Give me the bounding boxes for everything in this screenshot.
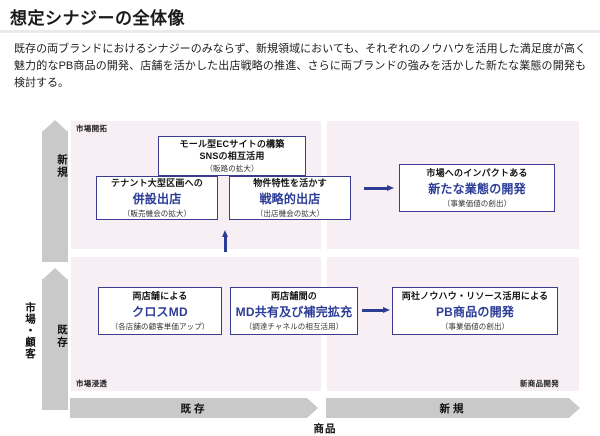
- arrow-right-icon: [307, 398, 318, 418]
- initiative-line1: 物件特性を活かす: [253, 178, 327, 189]
- initiative-box-md-sharing[interactable]: 両店舗間の MD共有及び補完拡充 （調達チャネルの相互活用）: [230, 287, 358, 335]
- connector-arrow-up-center: [222, 230, 229, 252]
- arrow-up-icon: [42, 120, 68, 132]
- initiative-line2: PB商品の開発: [435, 304, 515, 319]
- initiative-note: （事業価値の創出）: [442, 198, 512, 208]
- initiative-line1: テナント大型区画への: [110, 178, 203, 189]
- connector-arrow-right-bottom: [362, 307, 390, 314]
- vertical-axis-title: 市場・顧客: [24, 302, 36, 360]
- title-bar: 想定シナジーの全体像: [0, 0, 600, 33]
- corner-label-market-penetration: 市場浸透: [76, 379, 108, 388]
- summary-paragraph: 既存の両ブランドにおけるシナジーのみならず、新規領域においても、それぞれのノウハ…: [14, 43, 586, 90]
- initiative-line1: モール型ECサイトの構築: [179, 138, 285, 149]
- initiative-line2: MD共有及び補完拡充: [235, 304, 353, 319]
- horizontal-axis-label-new: 新規: [439, 403, 467, 415]
- horizontal-axis-title: 商品: [313, 423, 337, 435]
- arrow-up-icon: [42, 268, 68, 280]
- initiative-line2: 新たな業態の開発: [428, 181, 526, 196]
- initiative-box-strategic-opening[interactable]: 物件特性を活かす 戦略的出店 （出店機会の拡大）: [229, 176, 351, 220]
- vertical-axis-label-new: 新規: [56, 154, 68, 179]
- corner-label-product-development: 新商品開発: [520, 379, 559, 388]
- page-title: 想定シナジーの全体像: [10, 9, 185, 28]
- initiative-line2: 併設出店: [132, 191, 182, 206]
- initiative-line1: 両店舗間の: [270, 291, 317, 302]
- horizontal-axis-segment-new: 新規: [326, 398, 580, 418]
- initiative-line2: SNSの相互活用: [199, 151, 265, 162]
- initiative-line1: 両社ノウハウ・リソース活用による: [401, 291, 549, 302]
- initiative-note: （各店舗の顧客単価アップ）: [110, 321, 210, 331]
- arrow-right-icon: [569, 398, 580, 418]
- initiative-note: （出店機会の拡大）: [255, 208, 325, 218]
- initiative-line2: クロスMD: [132, 304, 188, 319]
- vertical-axis-label-existing: 既存: [56, 324, 68, 349]
- initiative-box-pb-product[interactable]: 両社ノウハウ・リソース活用による PB商品の開発 （事業価値の創出）: [392, 287, 558, 335]
- vertical-axis: 新規 既存: [42, 120, 68, 410]
- vertical-axis-segment-existing: 既存: [42, 268, 68, 410]
- initiative-box-co-location[interactable]: テナント大型区画への 併設出店 （販売機会の拡大）: [96, 176, 218, 220]
- initiative-note: （販路の拡大）: [205, 164, 259, 174]
- initiative-note: （販売機会の拡大）: [122, 208, 192, 218]
- initiative-box-ec-site[interactable]: モール型ECサイトの構築 SNSの相互活用 （販路の拡大）: [158, 136, 306, 176]
- horizontal-axis: 既存 新規: [70, 398, 580, 418]
- initiative-note: （調達チャネルの相互活用）: [244, 321, 344, 331]
- initiative-box-new-business-format[interactable]: 市場へのインパクトある 新たな業態の開発 （事業価値の創出）: [399, 164, 555, 212]
- corner-label-market-development: 市場開拓: [76, 124, 108, 133]
- initiative-line1: 市場へのインパクトある: [426, 168, 528, 179]
- initiative-note: （事業価値の創出）: [440, 321, 510, 331]
- initiative-box-cross-md[interactable]: 両店舗による クロスMD （各店舗の顧客単価アップ）: [98, 287, 222, 335]
- vertical-axis-segment-new: 新規: [42, 120, 68, 262]
- synergy-matrix: 市場開拓 市場浸透 新商品開発 新規 既存 市場・顧客 既存 新規 商品: [0, 110, 600, 435]
- horizontal-axis-label-existing: 既存: [180, 403, 208, 415]
- initiative-line2: 戦略的出店: [259, 191, 321, 206]
- horizontal-axis-segment-existing: 既存: [70, 398, 318, 418]
- connector-arrow-right-top: [364, 185, 394, 192]
- initiative-line1: 両店舗による: [132, 291, 188, 302]
